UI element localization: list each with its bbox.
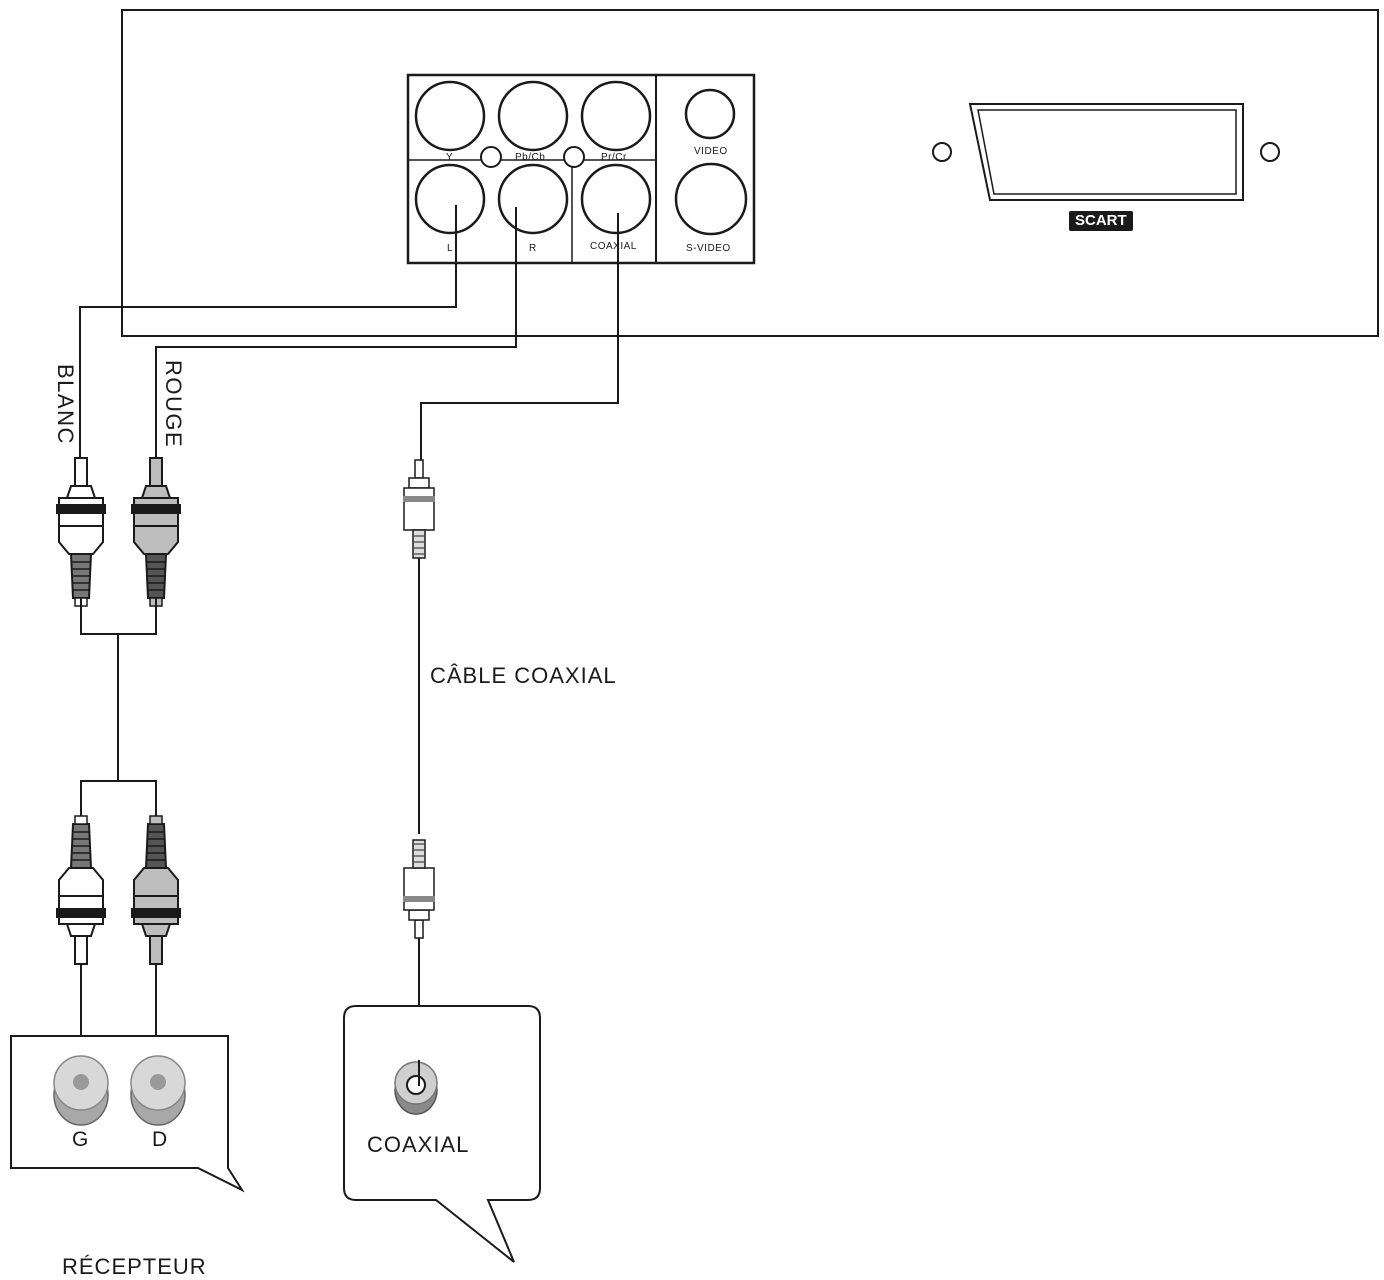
s-video-jack[interactable] — [674, 162, 748, 236]
coaxial-cable-top — [420, 213, 619, 460]
coaxial-jack-label: COAXIAL — [590, 241, 637, 252]
receiver-coaxial-label: COAXIAL — [367, 1132, 470, 1157]
pb-cb-label: Pb/Cb — [515, 152, 546, 163]
coaxial-plug-top — [402, 459, 436, 559]
receiver-right-label: D — [152, 1128, 169, 1151]
red-plug-bottom — [130, 815, 182, 965]
red-plug-top — [130, 457, 182, 607]
y-jack[interactable] — [414, 80, 486, 152]
scart-connector — [932, 103, 1280, 201]
s-video-label: S-VIDEO — [686, 243, 731, 254]
audio-r-jack[interactable] — [497, 163, 569, 235]
pr-cr-jack[interactable] — [580, 80, 652, 152]
white-cable — [79, 205, 457, 460]
y-label: Y — [446, 152, 454, 163]
pr-cr-label: Pr/Cr — [601, 152, 627, 163]
stereo-cable-bridge — [80, 598, 157, 635]
red-cable-label: ROUGE — [161, 360, 186, 449]
coaxial-out-jack[interactable] — [580, 163, 652, 235]
r-label: R — [529, 243, 537, 254]
av-jack-block — [406, 73, 756, 265]
pb-cb-jack[interactable] — [497, 80, 569, 152]
white-plug-bottom — [55, 815, 107, 965]
receiver-coaxial-callout — [343, 1005, 541, 1263]
receiver-coaxial-jack[interactable] — [394, 1061, 438, 1115]
receiver-title: RÉCEPTEUR — [62, 1254, 207, 1279]
audio-l-jack[interactable] — [414, 163, 486, 235]
receiver-left-jack[interactable] — [53, 1055, 109, 1126]
scart-label: SCART — [1069, 211, 1133, 231]
white-plug-top — [55, 457, 107, 607]
red-cable — [155, 207, 517, 460]
l-label: L — [447, 243, 454, 254]
receiver-right-jack[interactable] — [130, 1055, 186, 1126]
video-label: VIDEO — [694, 146, 728, 157]
coaxial-cable-label: CÂBLE COAXIAL — [430, 663, 617, 688]
video-jack[interactable] — [684, 88, 736, 140]
receiver-left-label: G — [72, 1128, 90, 1151]
receiver-audio-callout — [10, 1035, 245, 1193]
coaxial-plug-bottom — [402, 839, 436, 939]
white-cable-label: BLANC — [53, 364, 78, 445]
